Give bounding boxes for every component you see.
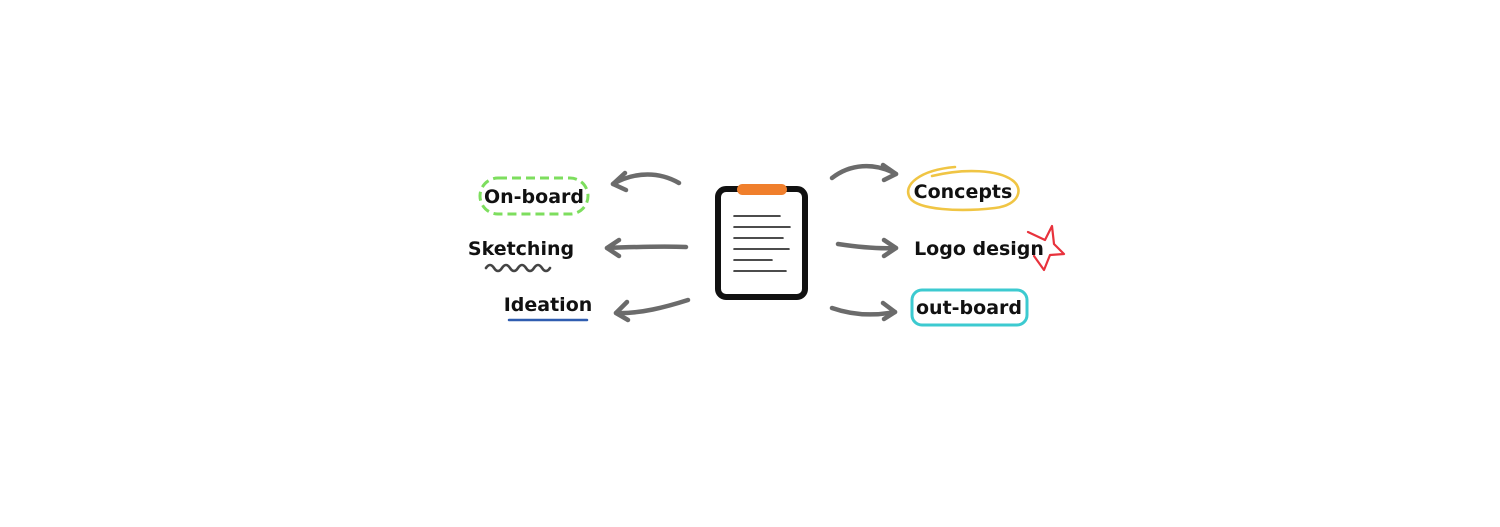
arrow-to-on-board bbox=[610, 170, 682, 193]
clipboard-icon bbox=[715, 184, 808, 300]
squiggle-underline bbox=[484, 263, 552, 273]
node-label: Sketching bbox=[468, 238, 574, 260]
rounded-box-outline bbox=[910, 288, 1029, 327]
arrow-head bbox=[881, 237, 899, 259]
node-label: Logo design bbox=[914, 238, 1044, 260]
clipboard-lines bbox=[733, 215, 791, 272]
arrow-head bbox=[880, 300, 898, 322]
dashed-oval-outline bbox=[478, 176, 590, 216]
node-ideation: Ideation bbox=[504, 294, 593, 322]
arrow-to-out-board bbox=[829, 300, 898, 322]
node-sketching: Sketching bbox=[468, 238, 574, 273]
node-label: Concepts bbox=[914, 181, 1013, 203]
arrow-to-concepts bbox=[829, 162, 899, 183]
clipboard-clip bbox=[737, 184, 787, 195]
arrow-shaft bbox=[829, 305, 898, 317]
arrow-shaft bbox=[613, 297, 691, 316]
arrow-head bbox=[880, 162, 899, 183]
arrow-head bbox=[613, 299, 631, 323]
arrow-head bbox=[604, 237, 622, 259]
node-logo-design: Logo design bbox=[914, 224, 1066, 272]
arrow-shaft bbox=[604, 244, 689, 251]
arrow-to-logo-design bbox=[835, 237, 899, 259]
node-label: On-board bbox=[484, 186, 584, 208]
node-out-board: out-board bbox=[910, 288, 1029, 327]
node-on-board: On-board bbox=[478, 176, 590, 216]
clipboard-body bbox=[715, 186, 808, 300]
node-label: out-board bbox=[916, 297, 1022, 319]
node-concepts: Concepts bbox=[906, 165, 1020, 212]
arrow-to-sketching bbox=[604, 237, 689, 259]
arrow-head bbox=[610, 170, 629, 193]
arrow-to-ideation bbox=[613, 297, 691, 323]
starburst bbox=[1026, 224, 1066, 272]
scribble-circle bbox=[906, 165, 1020, 212]
node-label: Ideation bbox=[504, 294, 593, 316]
arrow-shaft bbox=[835, 241, 899, 251]
